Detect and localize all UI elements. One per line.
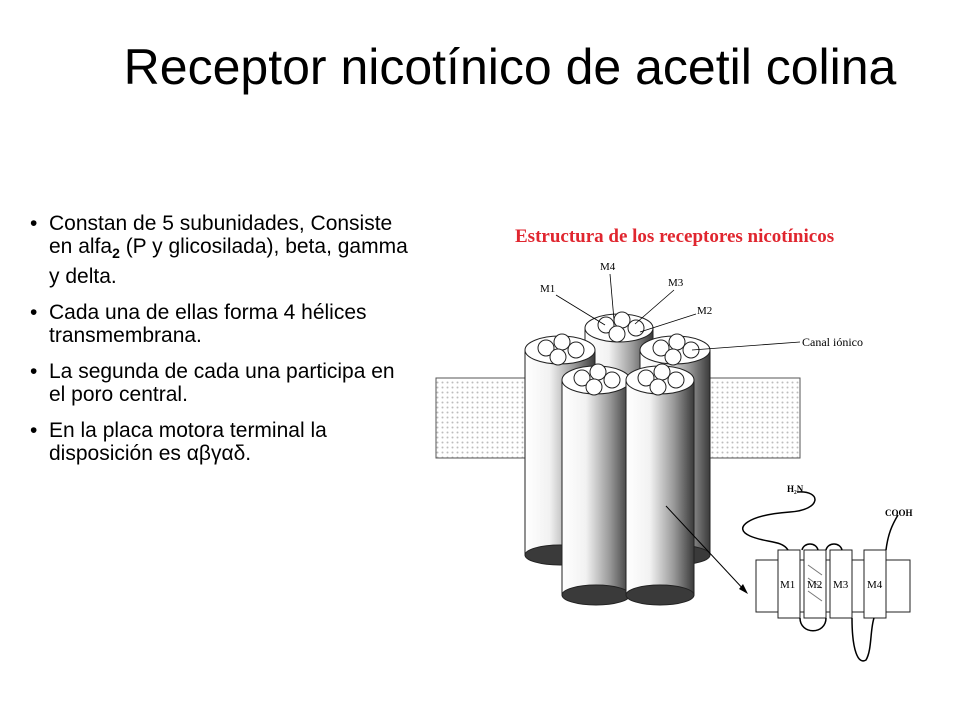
bullet-item: La segunda de cada una participa en el p… — [30, 360, 410, 406]
bullet-item: En la placa motora terminal la disposici… — [30, 419, 410, 465]
label-m2: M2 — [697, 305, 712, 317]
polypeptide-chain — [742, 491, 899, 662]
helix-label-m2: M2 — [807, 579, 822, 591]
bullet-item: Constan de 5 subunidades, Consiste en al… — [30, 212, 410, 288]
bullet-list: Constan de 5 subunidades, Consiste en al… — [30, 212, 410, 478]
figure-title: Estructura de los receptores nicotínicos — [515, 226, 834, 247]
slide-title: Receptor nicotínico de acetil colina — [123, 39, 897, 95]
label-m4: M4 — [600, 261, 616, 273]
label-cooh: COOH — [885, 508, 913, 518]
arrowhead-icon — [739, 584, 748, 594]
receptor-figure: Estructura de los receptores nicotínicos — [435, 226, 913, 662]
helix-row — [777, 549, 887, 619]
helix-label-m3: M3 — [833, 579, 849, 591]
label-m1: M1 — [540, 283, 555, 295]
bullet-item: Cada una de ellas forma 4 hélices transm… — [30, 301, 410, 347]
label-canal-ionico: Canal iónico — [802, 335, 863, 349]
label-h2n: H₂N — [787, 484, 804, 494]
pointer-arrow — [665, 505, 747, 593]
subunit-cylinder — [561, 363, 631, 606]
helix-label-m1: M1 — [780, 579, 795, 591]
subunit-cylinder — [625, 363, 695, 606]
bullet-text: Constan de 5 subunidades, Consiste en al… — [49, 212, 393, 258]
bullet-text: (P y glicosilada), beta, gamma y delta. — [49, 235, 408, 289]
leader-lines — [555, 273, 801, 351]
subscript: 2 — [112, 245, 120, 262]
helix-m2-hatch — [807, 564, 823, 602]
helix-label-m4: M4 — [867, 579, 883, 591]
label-m3: M3 — [668, 277, 684, 289]
